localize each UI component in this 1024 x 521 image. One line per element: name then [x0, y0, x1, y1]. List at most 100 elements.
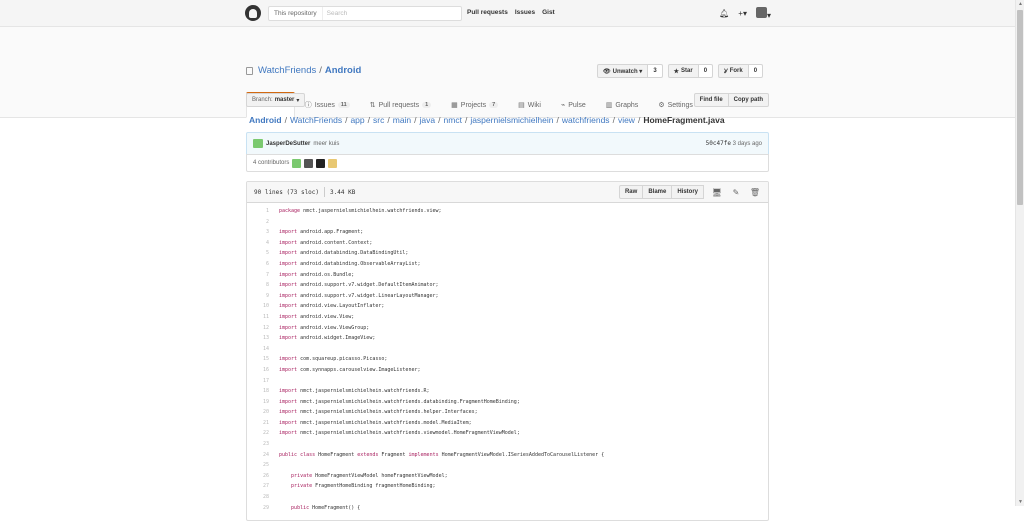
unwatch-button[interactable]: 👁︎Unwatch ▾	[597, 64, 649, 78]
code-text	[269, 439, 279, 450]
line-number[interactable]: 19	[262, 398, 269, 405]
line-number[interactable]: 20	[262, 409, 269, 416]
tab-settings[interactable]: ⚙Settings	[648, 92, 703, 118]
nav-pull-requests[interactable]: Pull requests	[467, 9, 508, 16]
line-number[interactable]: 24	[262, 451, 269, 458]
star-group: ★Star 0	[667, 64, 714, 78]
breadcrumb-item[interactable]: view	[617, 115, 635, 125]
history-button[interactable]: History	[672, 185, 704, 199]
commit-author-link[interactable]: JasperDeSutter	[266, 140, 311, 147]
page-scrollbar[interactable]: ▲ ▼	[1015, 0, 1024, 506]
raw-button[interactable]: Raw	[618, 185, 644, 199]
breadcrumb-item[interactable]: watchfriends	[561, 115, 610, 125]
breadcrumb-item[interactable]: java	[419, 115, 436, 125]
pencil-icon[interactable]: ✎	[732, 187, 740, 197]
code-text: import android.widget.ImageView;	[279, 335, 376, 342]
line-number[interactable]: 13	[262, 335, 269, 342]
contributors-count-link[interactable]: 4 contributors	[253, 160, 290, 166]
nav-gist[interactable]: Gist	[542, 9, 555, 16]
line-number[interactable]: 7	[265, 271, 269, 278]
tab-label: Issues	[314, 101, 335, 109]
breadcrumb-item[interactable]: main	[392, 115, 412, 125]
find-file-button[interactable]: Find file	[693, 93, 729, 107]
repo-owner-link[interactable]: WatchFriends	[258, 65, 317, 76]
contributor-avatar[interactable]	[316, 158, 326, 168]
line-number[interactable]: 25	[262, 462, 269, 469]
breadcrumb-item[interactable]: app	[350, 115, 365, 125]
code-keyword: import	[279, 398, 298, 405]
line-number[interactable]: 14	[262, 345, 269, 352]
commit-sha-link[interactable]: 50c47fe	[705, 140, 731, 147]
tab-wiki[interactable]: ▤Wiki	[508, 92, 551, 118]
commit-message-link[interactable]: meer kuis	[313, 140, 340, 147]
blame-button[interactable]: Blame	[643, 185, 673, 199]
line-number[interactable]: 18	[262, 388, 269, 395]
line-number[interactable]: 8	[265, 282, 269, 289]
contributor-avatar[interactable]	[304, 158, 314, 168]
line-number[interactable]: 9	[265, 292, 269, 299]
line-number[interactable]: 3	[265, 229, 269, 236]
author-avatar[interactable]	[253, 139, 263, 148]
nav-issues[interactable]: Issues	[514, 9, 536, 16]
line-number[interactable]: 1	[265, 208, 269, 214]
breadcrumb-item[interactable]: nmct	[443, 115, 462, 125]
line-number[interactable]: 5	[265, 250, 269, 257]
search-field[interactable]: This repository Search	[268, 6, 462, 21]
line-number[interactable]: 6	[265, 260, 269, 267]
desktop-icon[interactable]: 🖥︎	[711, 187, 723, 197]
line-number[interactable]: 21	[262, 419, 269, 426]
star-count[interactable]: 0	[698, 64, 714, 78]
create-new-button[interactable]: +▾	[738, 9, 747, 18]
github-logo-icon[interactable]	[245, 5, 261, 21]
line-number[interactable]: 27	[262, 483, 269, 490]
copy-path-button[interactable]: Copy path	[728, 93, 769, 107]
breadcrumb-item[interactable]: src	[373, 115, 385, 125]
fork-count[interactable]: 0	[748, 64, 764, 78]
line-number[interactable]: 17	[262, 377, 269, 384]
scrollbar-thumb[interactable]	[1017, 10, 1023, 205]
branch-select-button[interactable]: Branch: master ▾	[246, 93, 306, 107]
line-number[interactable]: 4	[265, 239, 269, 246]
line-number[interactable]: 22	[262, 430, 269, 437]
line-number[interactable]: 23	[262, 441, 269, 448]
search-input[interactable]: Search	[326, 10, 348, 17]
line-number[interactable]: 10	[262, 303, 269, 310]
breadcrumb-item[interactable]: jaspernielsmichielhein	[470, 115, 554, 125]
line-number[interactable]: 15	[262, 356, 269, 363]
tab-label: Settings	[667, 101, 693, 109]
breadcrumb-item[interactable]: WatchFriends	[289, 115, 343, 125]
code-keyword: import	[279, 282, 298, 289]
tab-pulse[interactable]: ⌁Pulse	[551, 92, 596, 118]
scroll-up-icon[interactable]: ▲	[1018, 1, 1023, 7]
user-menu-caret-icon: ▾	[766, 11, 771, 20]
breadcrumb-root[interactable]: Android	[249, 115, 282, 125]
code-keyword: implements	[408, 451, 439, 458]
star-button[interactable]: ★Star	[667, 64, 699, 78]
repo-name-link[interactable]: Android	[324, 65, 362, 76]
line-number[interactable]: 29	[262, 504, 269, 511]
line-number[interactable]: 16	[262, 366, 269, 373]
watch-count[interactable]: 3	[648, 64, 663, 78]
code-keyword: import	[279, 292, 298, 299]
contributor-avatar[interactable]	[292, 158, 302, 168]
tab-label: Pull requests	[378, 101, 420, 109]
tab-graphs[interactable]: ▥Graphs	[596, 92, 649, 118]
line-number[interactable]: 12	[262, 324, 269, 331]
scroll-down-icon[interactable]: ▼	[1018, 499, 1023, 505]
user-menu[interactable]: ▾	[755, 7, 771, 20]
line-number[interactable]: 26	[262, 472, 269, 479]
code-line: 13 import android.widget.ImageView;	[247, 333, 768, 344]
line-number[interactable]: 11	[262, 313, 269, 320]
trash-icon[interactable]: 🗑︎	[749, 187, 761, 197]
line-number[interactable]: 28	[262, 494, 269, 501]
contributor-avatar[interactable]	[328, 158, 338, 168]
breadcrumb-separator: /	[367, 115, 371, 125]
line-number[interactable]: 2	[265, 218, 269, 225]
bell-icon[interactable]: 🔔︎	[719, 9, 730, 18]
